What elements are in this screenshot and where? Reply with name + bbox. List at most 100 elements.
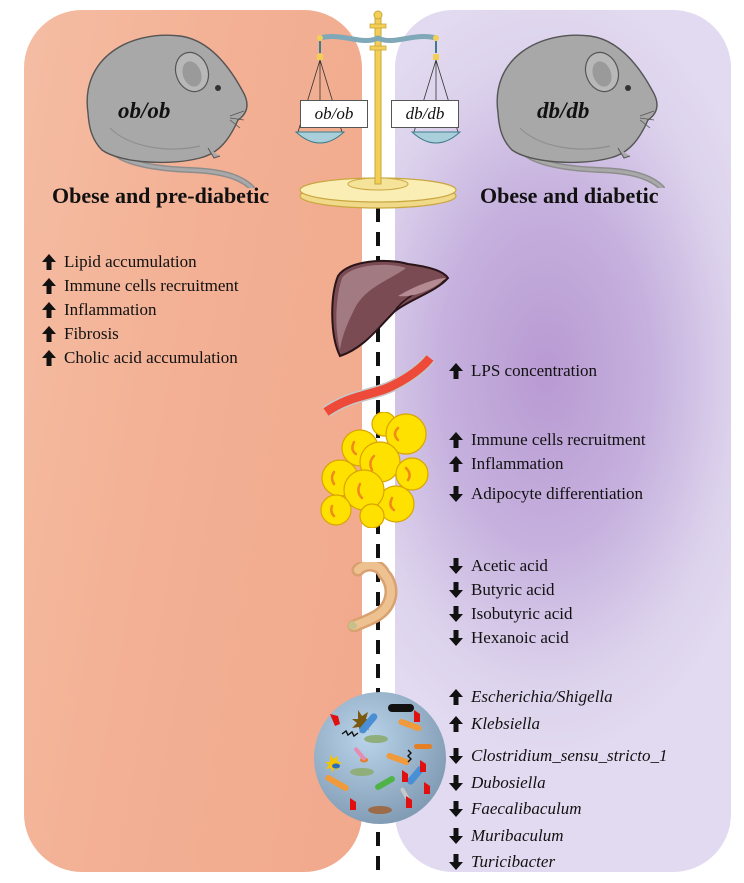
- arrow-glyph: [449, 689, 463, 706]
- blood-vessel-icon: [322, 354, 434, 418]
- arrow-glyph: [449, 748, 463, 765]
- obob-heading: Obese and pre-diabetic: [52, 183, 270, 208]
- effect-item: Cholic acid accumulation: [42, 346, 239, 370]
- effect-text: Muribaculum: [471, 825, 564, 845]
- effect-text: Immune cells recruitment: [471, 430, 646, 449]
- arrow-down-icon: [449, 748, 465, 765]
- arrow-up-icon: [42, 326, 58, 342]
- arrow-down-icon: [449, 486, 465, 502]
- effect-item: Inflammation: [449, 452, 646, 476]
- arrow-down-icon: [449, 582, 465, 598]
- effect-item: Fibrosis: [42, 322, 239, 346]
- balance-scale-icon: [294, 10, 462, 209]
- arrow-glyph: [449, 582, 463, 598]
- arrow-glyph: [449, 715, 463, 732]
- effect-text: Klebsiella: [471, 713, 540, 733]
- arrow-up-icon: [42, 278, 58, 294]
- effect-text: LPS concentration: [471, 361, 598, 380]
- effect-item: Lipid accumulation: [42, 250, 239, 274]
- effect-item: Dubosiella: [449, 770, 667, 797]
- effect-text: Escherichia/Shigella: [471, 687, 613, 706]
- effect-text: Butyric acid: [471, 580, 555, 599]
- arrow-glyph: [42, 350, 56, 366]
- gut-microbiota-icon: [314, 692, 446, 824]
- arrow-glyph: [42, 254, 56, 270]
- obob-pan-label: ob/ob: [300, 100, 368, 128]
- arrow-glyph: [42, 326, 56, 342]
- effect-item: Butyric acid: [449, 578, 573, 602]
- effect-item: Immune cells recruitment: [42, 274, 239, 298]
- effect-text: Inflammation: [471, 454, 564, 473]
- arrow-glyph: [42, 302, 56, 318]
- arrow-glyph: [449, 606, 463, 622]
- effect-item: LPS concentration: [449, 359, 597, 383]
- effect-item: Escherichia/Shigella: [449, 684, 667, 711]
- effect-text: Fibrosis: [64, 324, 119, 343]
- dbdb-heading: Obese and diabetic: [480, 183, 659, 208]
- arrow-glyph: [449, 801, 463, 818]
- arrow-glyph: [449, 774, 463, 791]
- effect-text: Inflammation: [64, 300, 157, 319]
- effect-item: Faecalibaculum: [449, 796, 667, 823]
- arrow-up-icon: [449, 689, 465, 706]
- arrow-up-icon: [449, 456, 465, 472]
- effect-text: Lipid accumulation: [64, 252, 197, 271]
- arrow-glyph: [449, 854, 463, 871]
- arrow-glyph: [449, 432, 463, 448]
- arrow-down-icon: [449, 630, 465, 646]
- effect-item: Hexanoic acid: [449, 626, 573, 650]
- obob-mouse-label: ob/ob: [118, 98, 171, 123]
- divider-dashed-line: [376, 208, 380, 873]
- effect-item: Acetic acid: [449, 554, 573, 578]
- effect-text: Immune cells recruitment: [64, 276, 239, 295]
- effect-text: Acetic acid: [471, 556, 548, 575]
- effect-text: Cholic acid accumulation: [64, 348, 238, 367]
- liver-icon: [331, 259, 450, 358]
- arrow-glyph: [449, 630, 463, 646]
- arrow-glyph: [449, 363, 463, 379]
- arrow-up-icon: [449, 715, 465, 732]
- dbdb-lps-list: LPS concentration: [449, 359, 597, 383]
- effect-text: Clostridium_sensu_stricto_1: [471, 746, 668, 765]
- effect-text: Hexanoic acid: [471, 628, 569, 647]
- arrow-glyph: [449, 827, 463, 844]
- arrow-down-icon: [449, 801, 465, 818]
- arrow-down-icon: [449, 774, 465, 791]
- dbdb-pan-label: db/db: [391, 100, 459, 128]
- mouse-icon: [86, 34, 255, 188]
- arrow-down-icon: [449, 827, 465, 844]
- arrow-up-icon: [449, 363, 465, 379]
- effect-item: Clostridium_sensu_stricto_1: [449, 743, 667, 770]
- effect-text: Faecalibaculum: [471, 799, 582, 818]
- effect-item: Inflammation: [42, 298, 239, 322]
- arrow-down-icon: [449, 558, 465, 574]
- arrow-down-icon: [449, 606, 465, 622]
- arrow-up-icon: [449, 432, 465, 448]
- effect-item: Adipocyte differentiation: [449, 482, 646, 506]
- effect-item: Immune cells recruitment: [449, 428, 646, 452]
- arrow-up-icon: [42, 350, 58, 366]
- effect-text: Dubosiella: [471, 772, 546, 792]
- effect-item: Isobutyric acid: [449, 602, 573, 626]
- effect-item: Turicibacter: [449, 849, 667, 876]
- mouse-icon: [496, 34, 665, 188]
- arrow-up-icon: [42, 254, 58, 270]
- arrow-glyph: [449, 486, 463, 502]
- arrow-glyph: [449, 558, 463, 574]
- dbdb-mouse-label: db/db: [537, 98, 590, 123]
- adipose-tissue-icon: [320, 412, 429, 528]
- arrow-glyph: [42, 278, 56, 294]
- effect-text: Adipocyte differentiation: [471, 484, 643, 503]
- effect-item: Klebsiella: [449, 711, 667, 738]
- arrow-up-icon: [42, 302, 58, 318]
- effect-text: Isobutyric acid: [471, 604, 573, 623]
- effect-item: Muribaculum: [449, 823, 667, 850]
- effect-text: Turicibacter: [471, 852, 556, 871]
- arrow-glyph: [449, 456, 463, 472]
- intestine-icon: [347, 562, 398, 632]
- arrow-down-icon: [449, 854, 465, 871]
